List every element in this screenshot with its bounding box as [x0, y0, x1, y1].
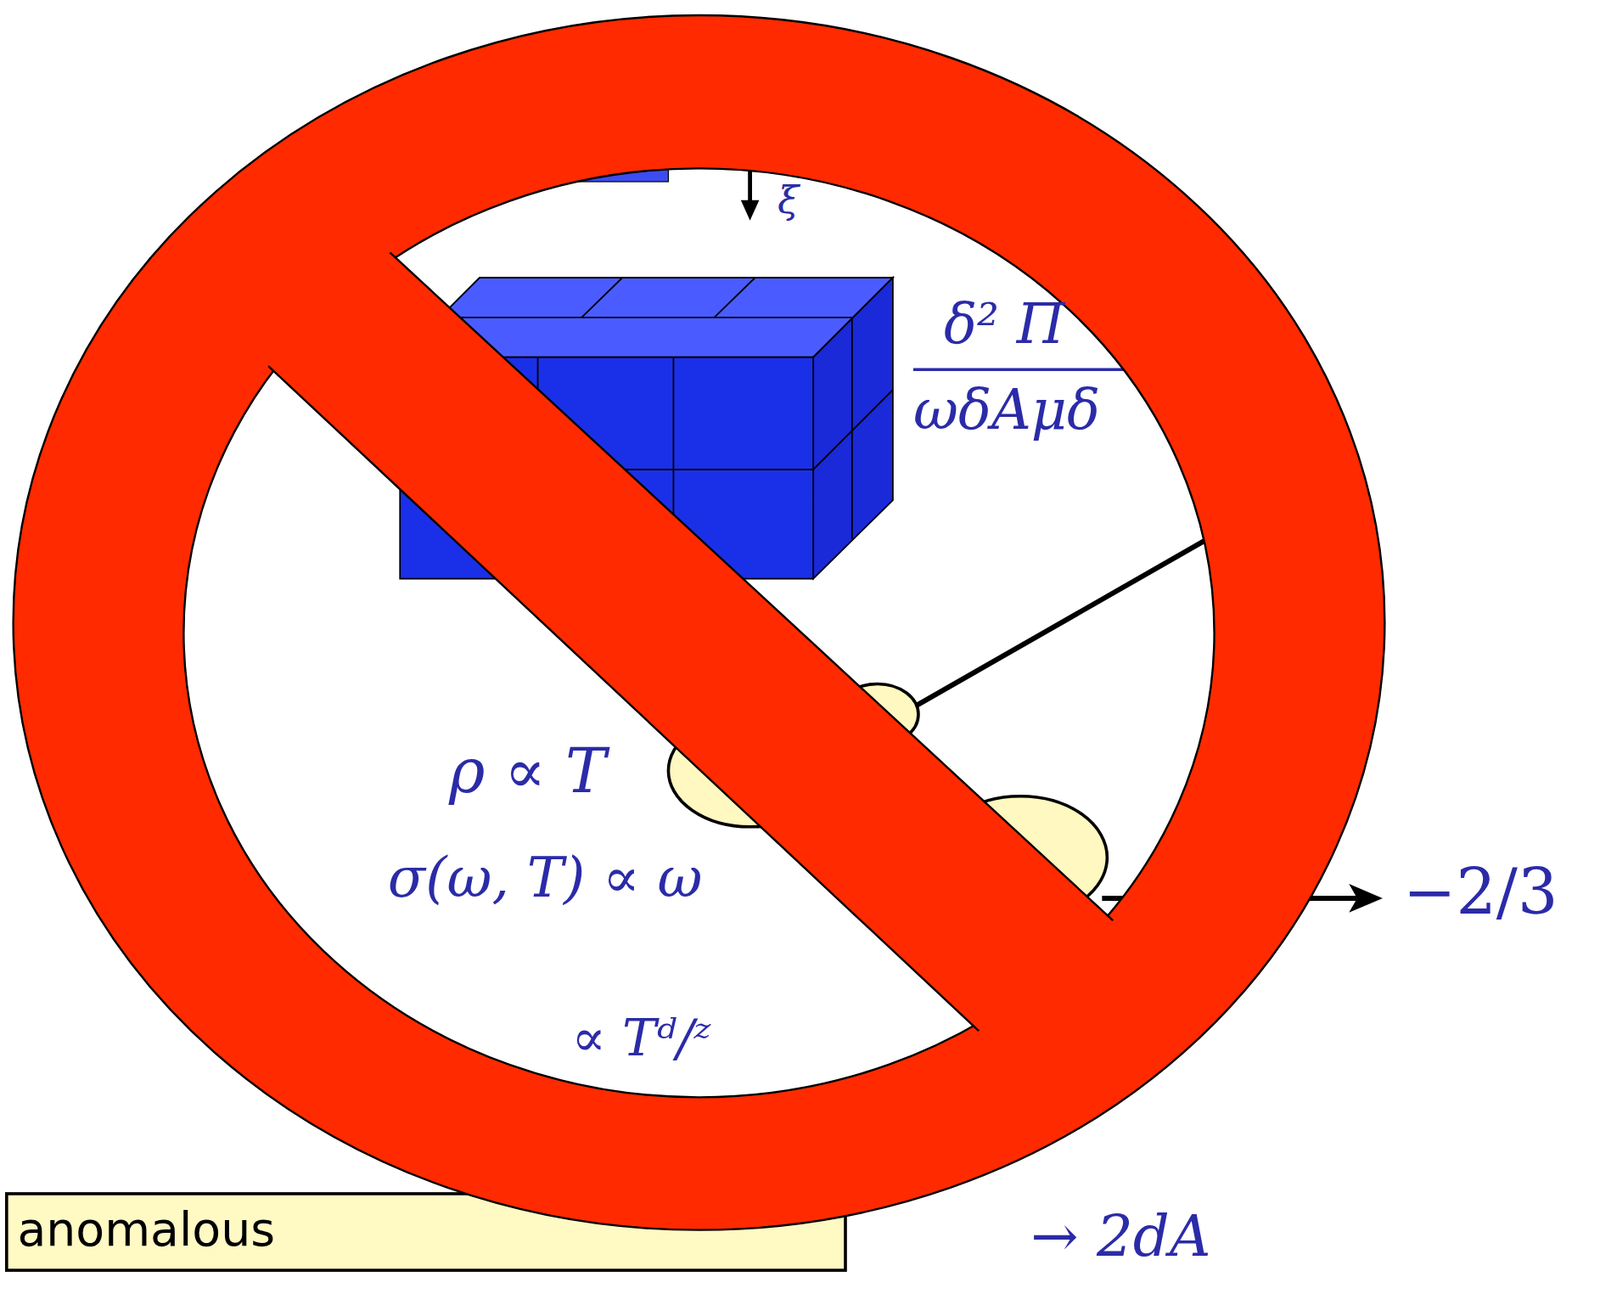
formula-label: ωδAμδ — [913, 379, 1101, 440]
formula-label: ρ ∝ T — [449, 736, 607, 804]
formula-label: → 2dA — [1030, 1204, 1211, 1268]
formula-label: ξ — [777, 179, 799, 223]
box-text: anomalous — [16, 1202, 276, 1255]
formula-label: σ(ω, T) ∝ ω — [387, 847, 703, 908]
formula-label: δ² Π — [943, 293, 1065, 354]
formula-label: −2/3 — [1403, 857, 1558, 927]
formula-label: ∝ Tᵈ/ᶻ — [571, 1010, 711, 1067]
